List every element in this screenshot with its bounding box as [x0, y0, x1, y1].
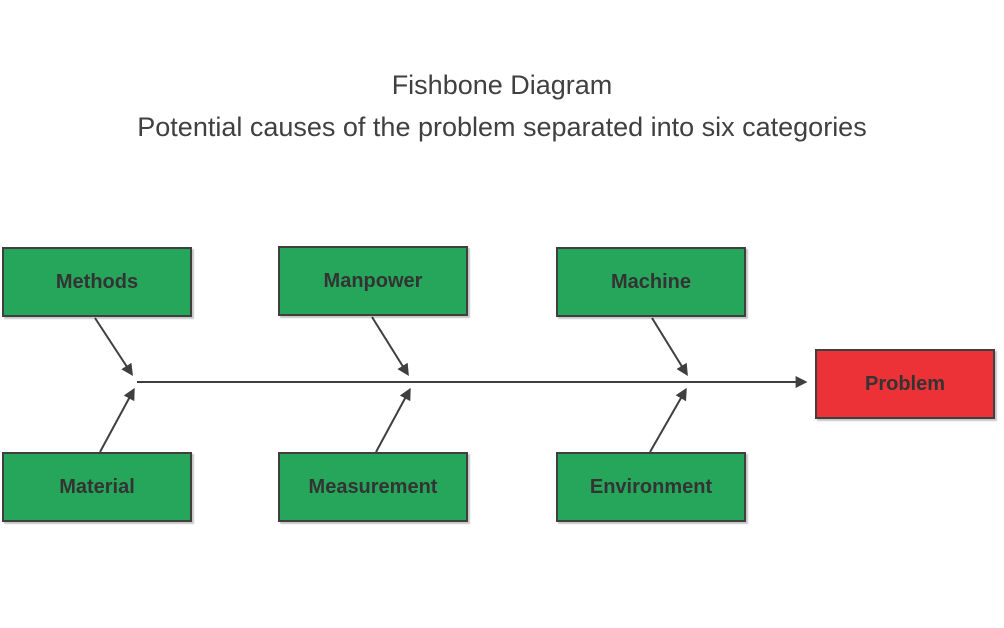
branch-manpower-arrow [371, 316, 409, 377]
category-box-machine[interactable]: Machine [556, 247, 746, 317]
category-label-manpower: Manpower [323, 269, 423, 292]
effect-label-problem: Problem [864, 372, 946, 395]
category-label-machine: Machine [610, 270, 692, 293]
category-label-measurement: Measurement [308, 475, 438, 498]
branch-material-arrow [99, 387, 135, 453]
diagram-subtitle: Potential causes of the problem separate… [137, 112, 867, 142]
diagram-title: Fishbone Diagram [391, 70, 613, 100]
category-label-material: Material [59, 475, 135, 498]
branch-machine-arrow [651, 317, 688, 377]
branch-methods-arrow [94, 317, 133, 377]
category-box-methods[interactable]: Methods [2, 247, 192, 317]
category-label-methods: Methods [55, 270, 139, 293]
diagram-heading: Fishbone Diagram Potential causes of the… [0, 64, 1004, 148]
effect-box-problem[interactable]: Problem [815, 349, 995, 419]
category-box-environment[interactable]: Environment [556, 452, 746, 522]
branch-measurement-arrow [375, 387, 411, 453]
branch-environment-arrow [649, 387, 687, 453]
category-box-measurement[interactable]: Measurement [278, 452, 468, 522]
category-label-environment: Environment [589, 475, 713, 498]
category-box-manpower[interactable]: Manpower [278, 246, 468, 316]
category-box-material[interactable]: Material [2, 452, 192, 522]
